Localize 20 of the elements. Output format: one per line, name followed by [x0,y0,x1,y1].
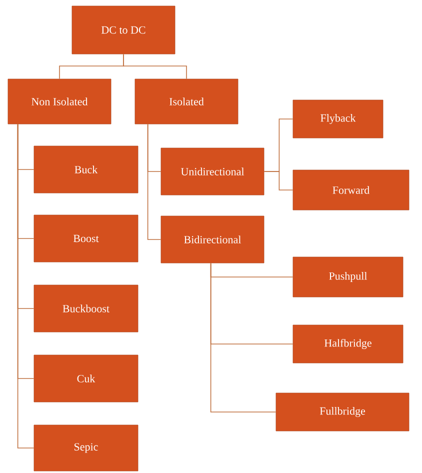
process-box: Non Isolated [8,78,112,124]
connector-line [123,54,187,80]
process-box: Flyback [292,100,384,138]
process-box: Pushpull [292,256,404,298]
process-box: Boost [34,214,138,262]
process-box: Buckboost [34,284,138,332]
connector-line [264,171,294,190]
process-box: Isolated [134,78,238,124]
connector-line [147,124,162,240]
process-box: Fullbridge [276,392,410,432]
connector-line [210,262,276,412]
process-box: Sepic [34,424,138,472]
process-box: Unidirectional [160,148,264,196]
process-box: Buck [34,146,138,194]
process-box: Bidirectional [160,216,264,264]
process-box: Forward [292,170,410,210]
connector-line [17,124,34,448]
process-box: Cuk [34,354,138,402]
process-box: Halfbridge [292,324,404,364]
process-box: DC to DC [72,6,176,54]
